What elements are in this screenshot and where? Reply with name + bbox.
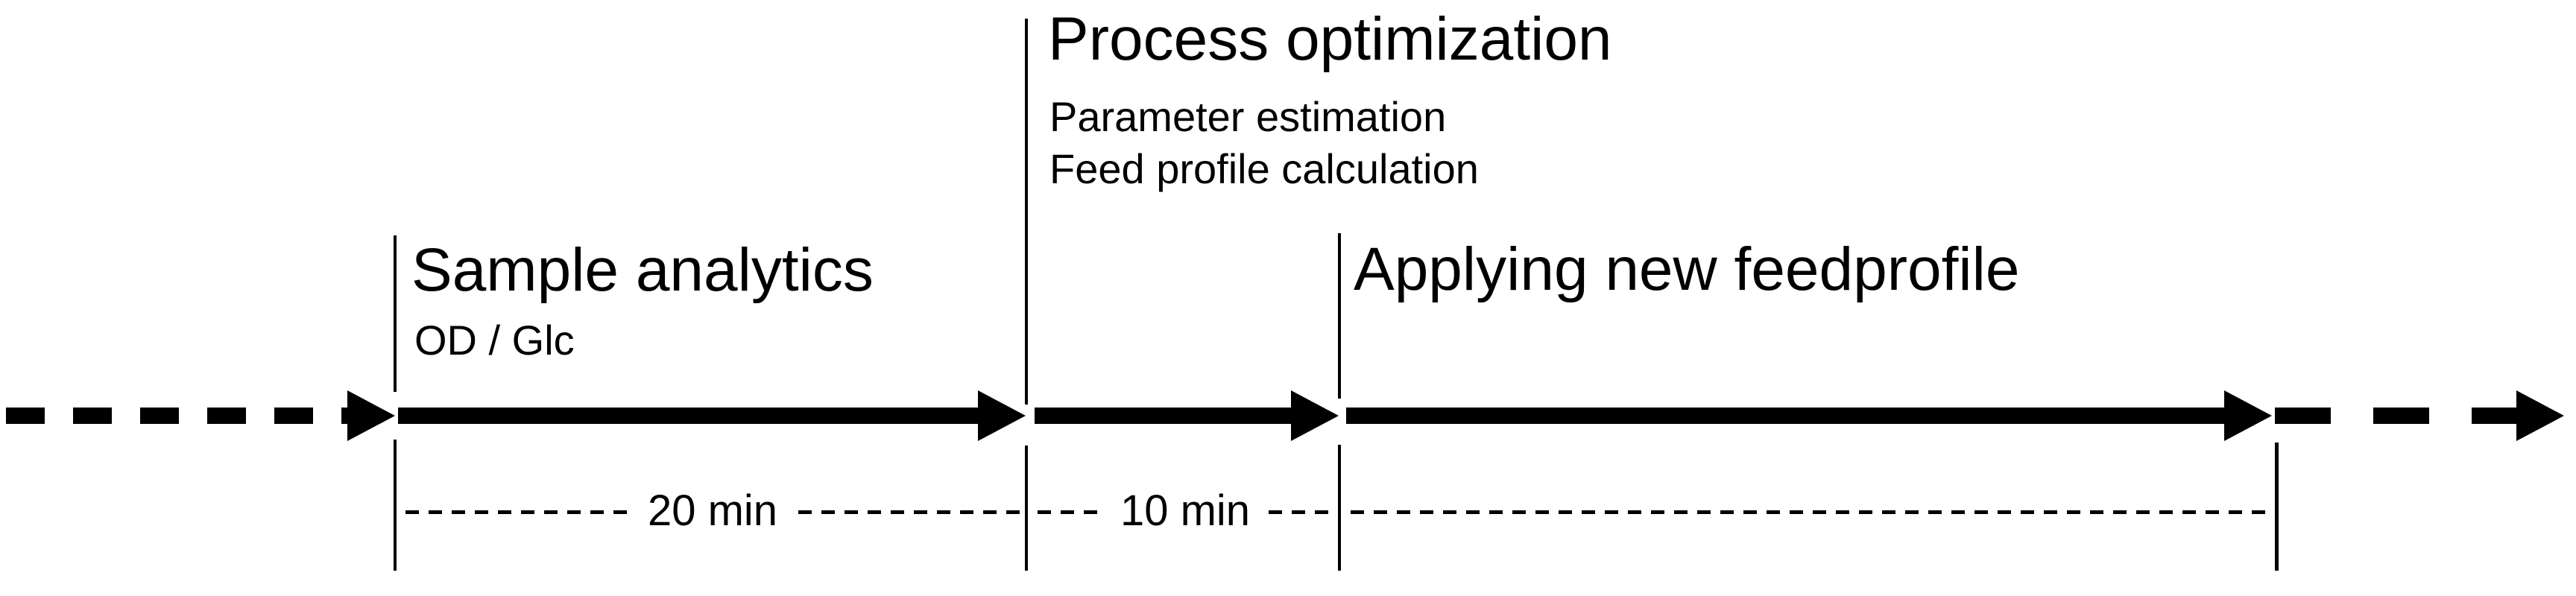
stage-divider-sample-top	[394, 235, 397, 392]
stage-divider-end-bottom	[2275, 443, 2279, 571]
stage-divider-process-top	[1025, 19, 1028, 405]
arrow-shaft	[2275, 408, 2516, 424]
arrow-shaft	[398, 408, 978, 424]
stage-detail-line: Feed profile calculation	[1049, 145, 1479, 192]
arrow-shaft	[6, 408, 347, 424]
arrow-shaft	[1346, 408, 2224, 424]
stage-divider-applying-bottom	[1338, 445, 1341, 571]
stage-divider-sample-bottom	[394, 440, 397, 571]
stage-divider-applying-top	[1338, 233, 1341, 399]
stage-detail-line: Parameter estimation	[1049, 93, 1447, 140]
stage-title-applying-new-feedprofile: Applying new feedprofile	[1354, 235, 2020, 303]
arrowhead	[2516, 390, 2564, 441]
stage-divider-process-bottom	[1025, 446, 1028, 571]
arrow-shaft	[1035, 408, 1291, 424]
stage-title-sample-analytics: Sample analytics	[411, 236, 874, 304]
stage-details-process-optimization: Parameter estimation Feed profile calcul…	[1049, 91, 1479, 195]
stage-details-sample-analytics: OD / Glc	[414, 314, 575, 367]
arrowhead	[347, 390, 395, 441]
duration-label-sample: 20 min	[631, 489, 795, 533]
duration-label-process: 10 min	[1103, 489, 1267, 533]
arrowhead	[978, 390, 1026, 441]
arrowhead	[2224, 390, 2272, 441]
duration-line-applying	[1351, 510, 2269, 514]
stage-title-process-optimization: Process optimization	[1048, 5, 1612, 73]
arrowhead	[1291, 390, 1339, 441]
stage-detail-line: OD / Glc	[414, 317, 575, 364]
